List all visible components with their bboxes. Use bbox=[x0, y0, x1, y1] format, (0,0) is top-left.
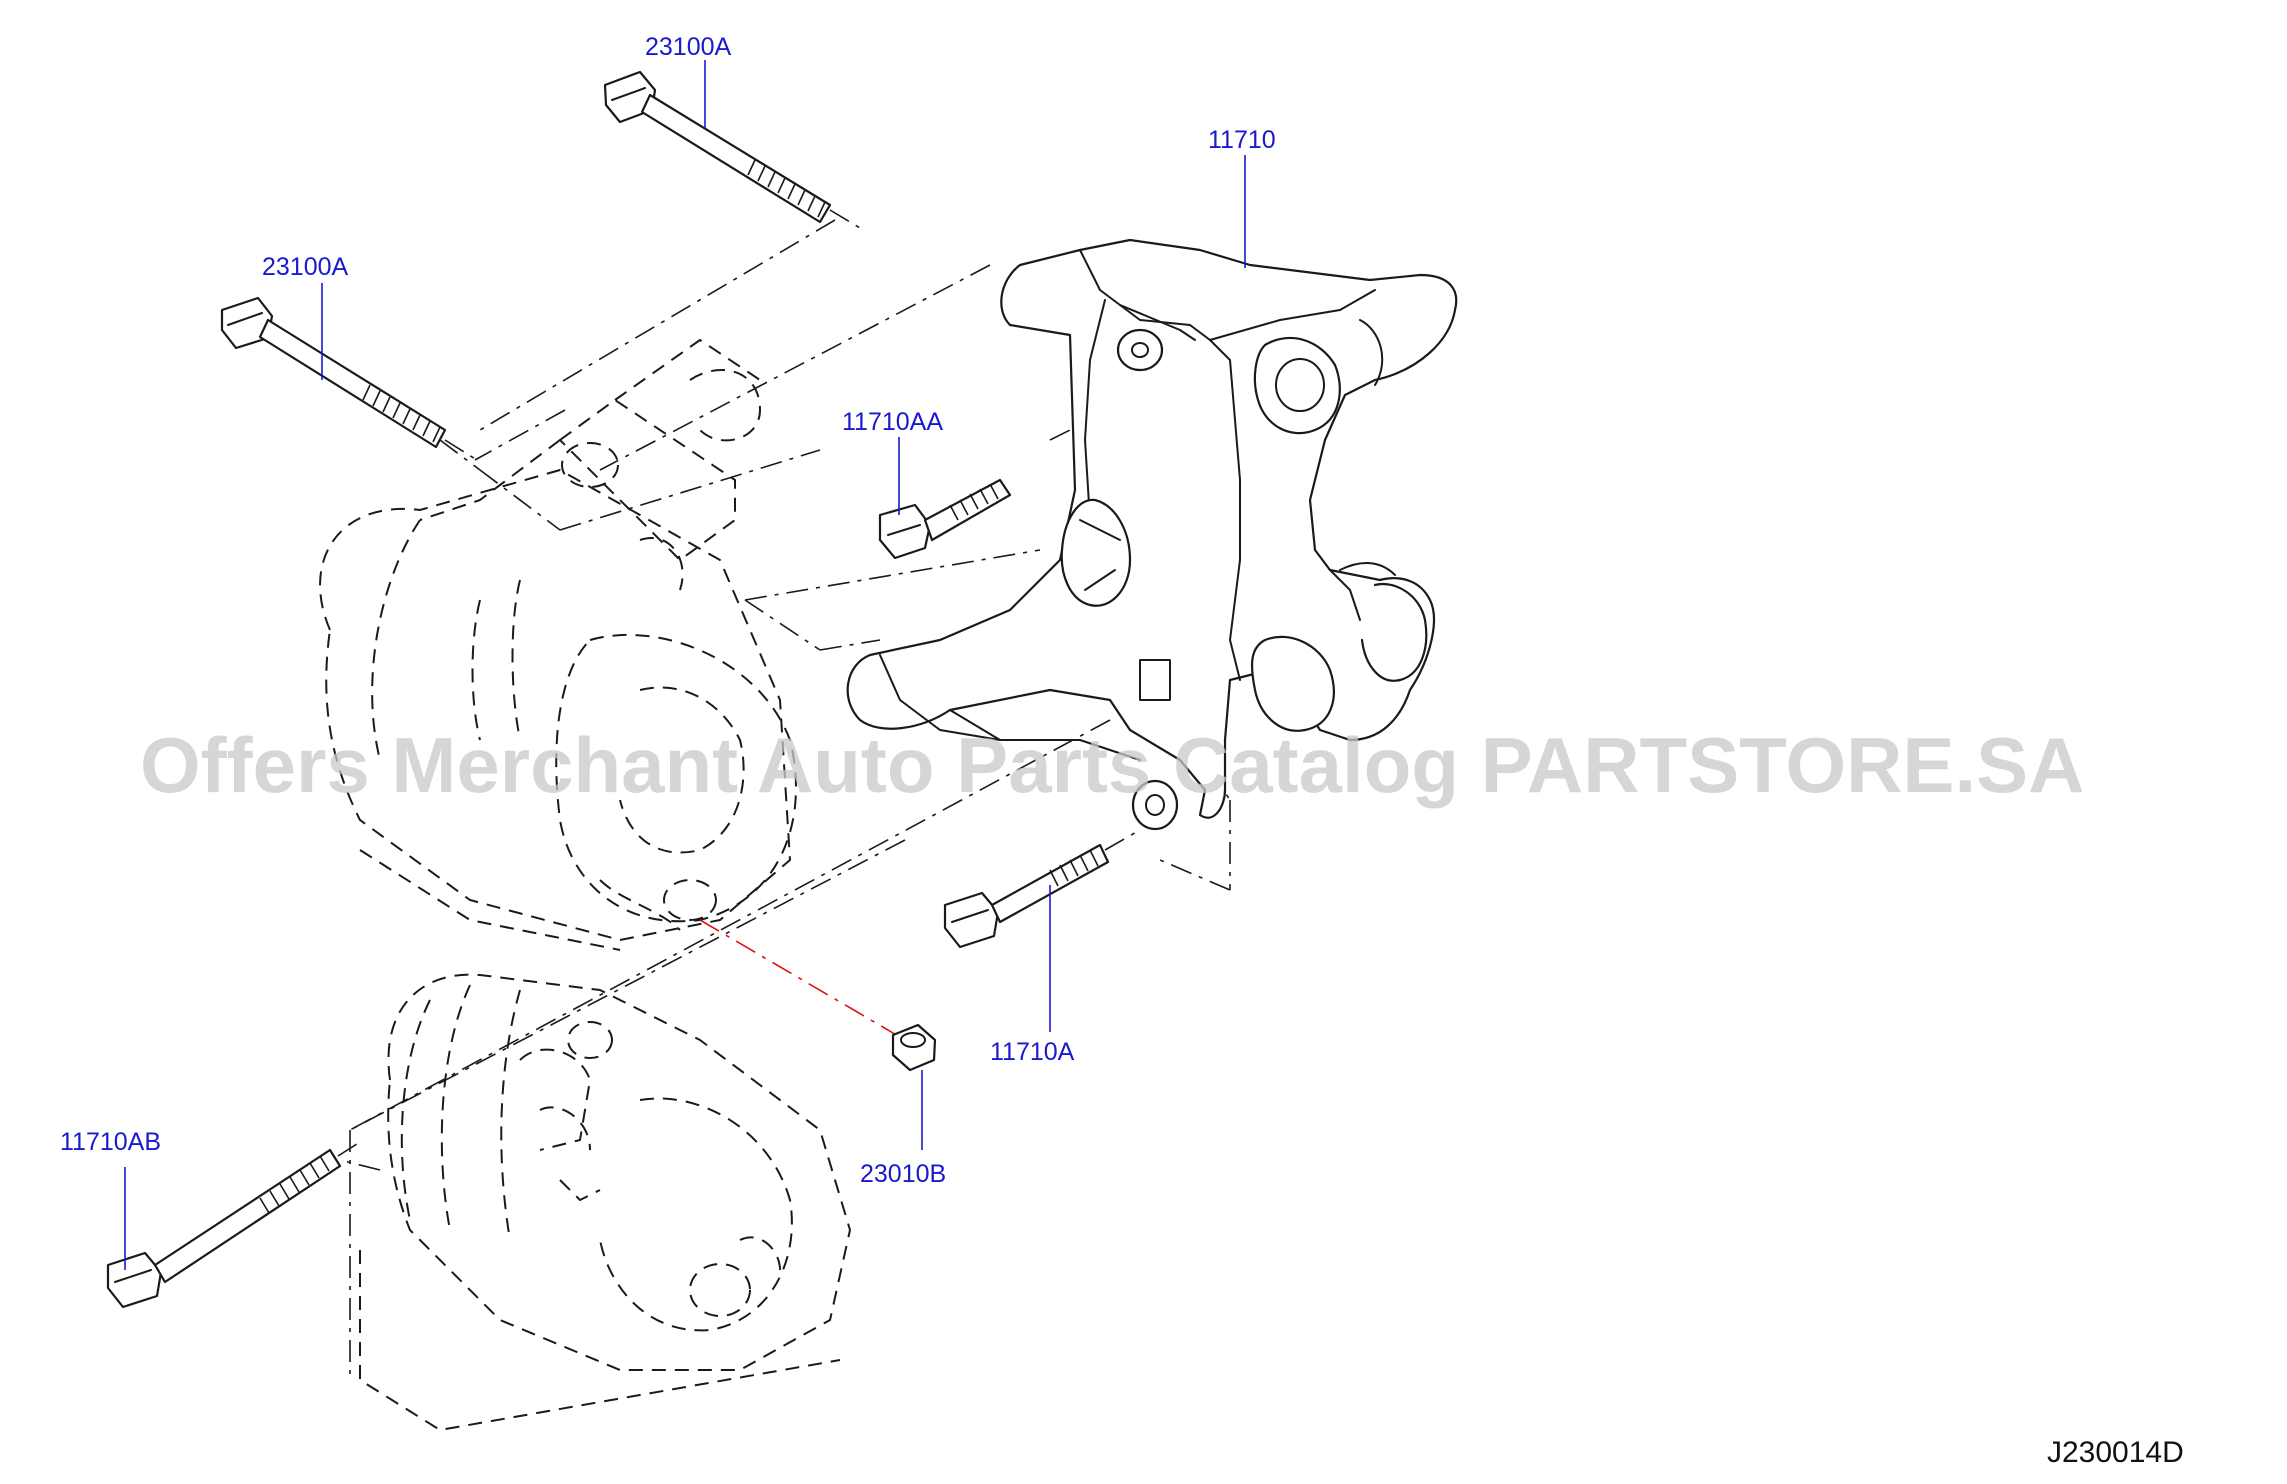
assembly-lines bbox=[339, 219, 1231, 1380]
leader-lines bbox=[124, 60, 1246, 1270]
part-label-11710A[interactable]: 11710A bbox=[990, 1038, 1075, 1066]
nut-23010B bbox=[891, 1023, 937, 1072]
diagram-code: J230014D bbox=[2047, 1436, 2184, 1469]
alternator-bracket bbox=[846, 238, 1458, 831]
alternator-phantom bbox=[319, 339, 797, 951]
bolt-23100A-mid bbox=[220, 296, 481, 463]
bolt-11710AA bbox=[878, 478, 1012, 560]
watermark-text: Offers Merchant Auto Parts Catalog PARTS… bbox=[140, 721, 2085, 809]
part-label-23010B[interactable]: 23010B bbox=[860, 1160, 946, 1188]
part-label-11710AA[interactable]: 11710AA bbox=[842, 408, 943, 436]
part-label-23100A-top[interactable]: 23100A bbox=[645, 33, 732, 61]
part-labels: 23100A 23100A 11710 11710AA 11710A 23010… bbox=[60, 33, 1276, 1188]
compressor-phantom bbox=[359, 973, 851, 1431]
bolt-23100A-top bbox=[603, 70, 861, 229]
bolt-11710AB bbox=[106, 1141, 361, 1309]
part-label-11710[interactable]: 11710 bbox=[1208, 126, 1276, 154]
part-label-11710AB[interactable]: 11710AB bbox=[60, 1128, 161, 1156]
bolt-11710A bbox=[943, 829, 1141, 949]
part-label-23100A-mid[interactable]: 23100A bbox=[262, 253, 349, 281]
